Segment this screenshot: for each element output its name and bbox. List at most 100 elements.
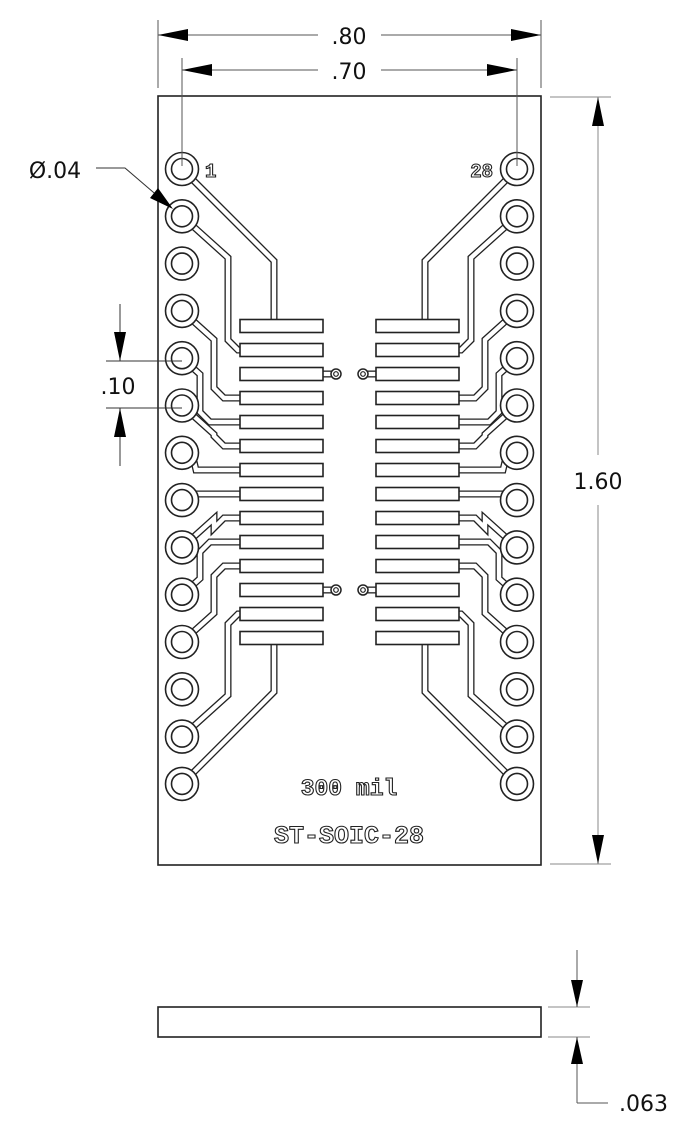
pad-left [239,318,324,334]
trace-left-pin-2-inner [180,214,240,353]
part-name-label: ST-SOIC-28 [274,822,424,851]
trace-left-pin-13-inner [180,611,240,739]
trace-left-pin-2 [179,213,241,354]
trace-left-pin-11-inner [180,563,240,644]
trace-right-pin-16-inner [459,611,519,739]
dim-board-length: 1.60 [550,96,623,865]
pad-right [375,534,460,550]
pad-left [239,342,324,358]
trace-left-pin-14-inner [180,644,277,786]
test-via-left-hole [333,587,339,593]
pad-right [375,582,460,598]
pad-right [375,558,460,574]
pin-19-hole [505,583,529,607]
pad-left [239,366,324,382]
pin-15-hole [505,772,529,796]
pad-left [239,558,324,574]
through-hole-pins [164,58,535,802]
pad-right [375,366,460,382]
trace-left-pin-4-inner [180,309,240,401]
trace-left-pin-7 [188,452,240,474]
pad-left [239,438,324,454]
dim-board-width-label: .80 [332,25,367,50]
smd-pads [239,318,460,646]
pin-22-hole [505,441,529,465]
pin-13-hole [170,725,194,748]
trace-right-pin-18-inner [459,563,519,644]
dim-board-width: .80 [157,20,542,88]
pin-4-hole [170,299,194,323]
trace-right-pin-28-inner [422,167,519,320]
trace-right-pin-27-inner [459,214,519,353]
dim-pin-pitch: .10 [101,304,182,466]
side-view: .063 [157,950,668,1117]
trace-right-pin-25-inner [459,309,519,401]
traces [179,166,520,787]
board-side-profile [157,1006,542,1038]
pad-right [375,630,460,646]
pad-right [375,462,460,478]
pin-6-hole [170,394,194,417]
dim-board-length-label: 1.60 [574,470,623,495]
pad-right [375,438,460,454]
pad-left [239,486,324,502]
pad-left [239,534,324,550]
pin-8-hole [170,488,194,512]
trace-right-pin-22 [459,452,511,474]
trace-right-pin-15-inner [422,644,519,786]
dim-hole-diameter: Ø.04 [29,159,173,209]
test-via-left-hole [333,371,339,377]
trace-left-pin-9-inner [180,513,240,550]
trace-right-pin-23-inner [459,403,519,449]
pin-21-hole [505,488,529,512]
trace-right-pin-27 [458,213,520,354]
dim-board-thickness-label: .063 [619,1092,668,1117]
pin-11-hole [170,630,194,654]
dim-pin-row-spacing-label: .70 [332,60,367,85]
pin-27-hole [505,205,529,228]
trace-left-pin-6-inner [180,403,240,449]
trace-left-pin-1-inner [180,167,277,320]
pad-left [239,582,324,598]
pin-26-hole [505,252,529,275]
test-via-right-hole [360,587,366,593]
pad-right [375,510,460,526]
dim-pin-pitch-label: .10 [101,375,136,400]
pin-5-hole [170,346,194,370]
pin-2-hole [170,205,194,228]
pin-23-hole [505,394,529,417]
pad-left [239,462,324,478]
pin-24-hole [505,346,529,370]
pin-14-hole [170,772,194,796]
pad-left [239,630,324,646]
pin-17-hole [505,677,529,701]
pad-right [375,390,460,406]
pad-right [375,606,460,622]
pad-right [375,342,460,358]
pad-right [375,318,460,334]
pin-10-hole [170,583,194,607]
trace-right-pin-20-inner [459,513,519,550]
board-outline [157,95,542,866]
pin-12-hole [170,677,194,701]
pad-left [239,390,324,406]
pin-9-hole [170,536,194,559]
pin-16-hole [505,725,529,748]
pin-7-hole [170,441,194,465]
pin-1-label: 1 [205,161,216,183]
pad-right [375,486,460,502]
pad-left [239,414,324,430]
test-via-right-hole [360,371,366,377]
pad-left [239,510,324,526]
pad-right [375,414,460,430]
pin-20-hole [505,536,529,559]
pin-18-hole [505,630,529,654]
package-label: 300 mil [301,776,398,802]
pin-25-hole [505,299,529,323]
pad-left [239,606,324,622]
dim-hole-diameter-label: Ø.04 [29,159,81,184]
pin-3-hole [170,252,194,275]
dim-pin-row-spacing: .70 [181,58,518,166]
pin-28-label: 28 [470,161,493,183]
